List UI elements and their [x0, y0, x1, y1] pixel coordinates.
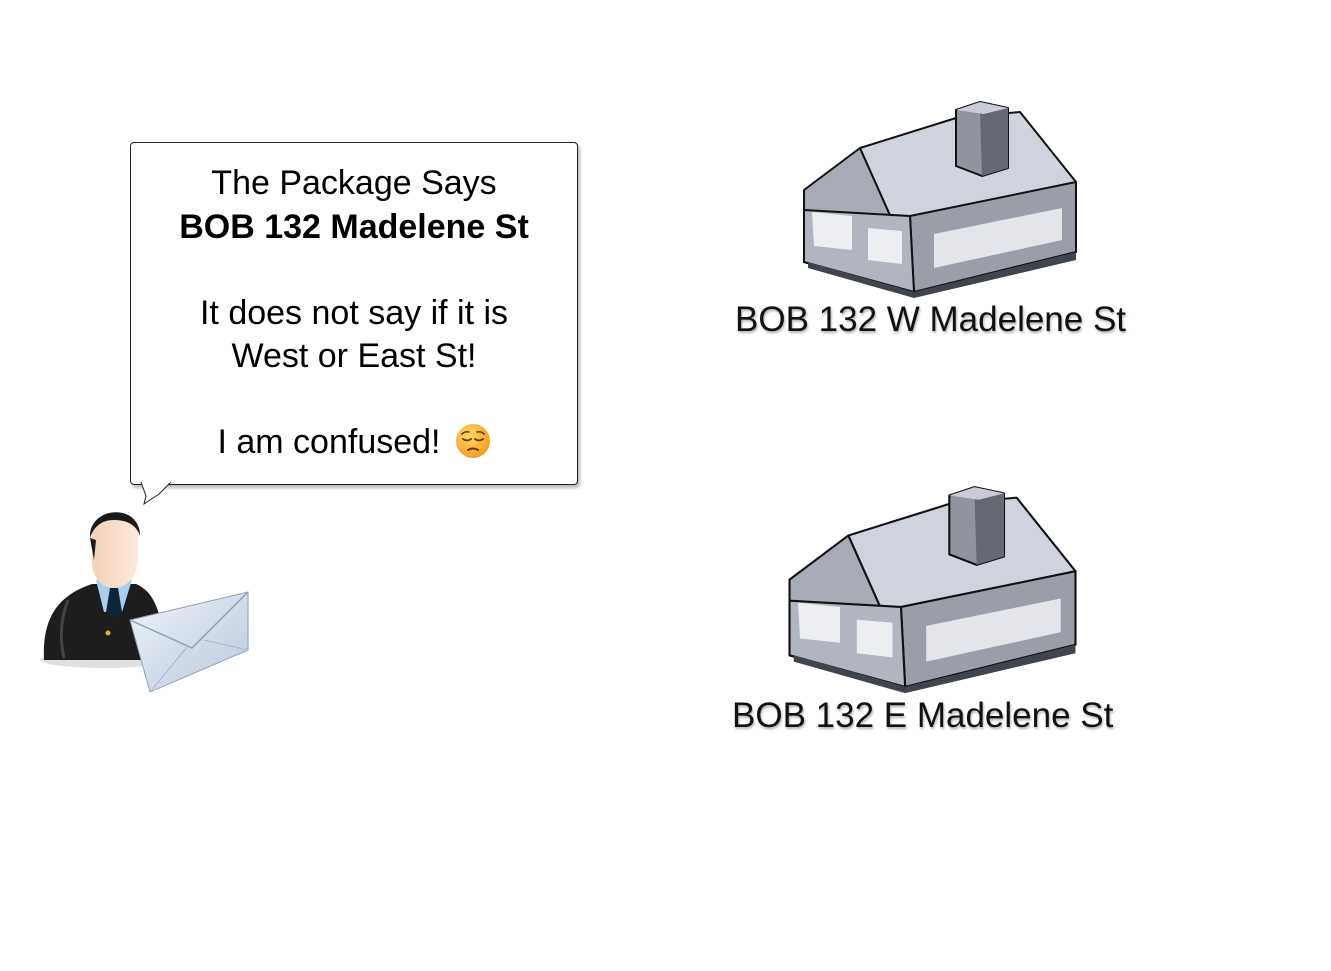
house-label-e: BOB 132 E Madelene St: [732, 696, 1114, 735]
confused-text: I am confused!: [217, 423, 441, 461]
pensive-face-icon: [455, 424, 490, 458]
callout-line-3: It does not say if it is: [199, 294, 509, 332]
callout-line-5: I am confused!: [131, 421, 577, 464]
callout-line-4: West or East St!: [231, 337, 477, 375]
house-label-w: BOB 132 W Madelene St: [735, 300, 1127, 339]
package-address: BOB 132 Madelene St: [179, 208, 529, 246]
callout-tail: [140, 480, 172, 506]
mail-carrier-icon: [40, 512, 249, 693]
house-icon: [803, 101, 1077, 298]
callout-heading: The Package Says: [211, 164, 497, 202]
speech-callout: The Package Says BOB 132 Madelene St It …: [130, 142, 578, 506]
envelope-icon: [129, 591, 249, 693]
house-icon: [788, 486, 1077, 694]
